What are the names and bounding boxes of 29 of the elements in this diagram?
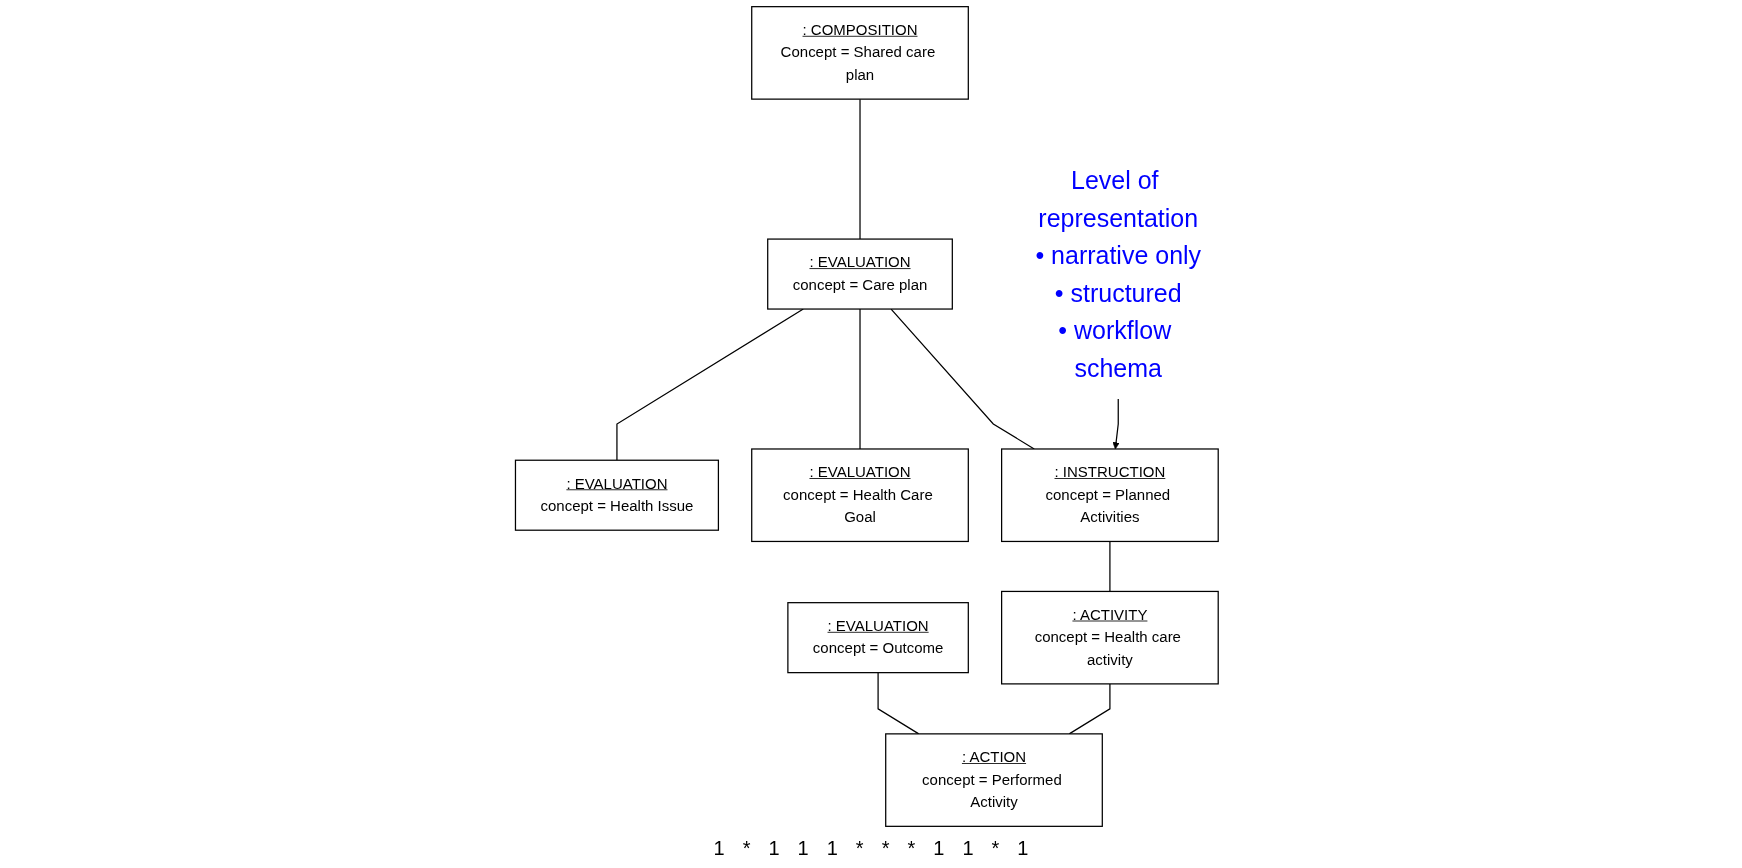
node-box [1001,448,1219,543]
multiplicity-label: 1 [713,837,725,860]
node-text: Level of representation • narrative only • structured • workflow schema [1035,166,1202,382]
connector [1109,540,1111,593]
multiplicity-label: * [742,837,751,860]
connector [1068,683,1111,735]
multiplicity-label: 1 [768,837,780,860]
node-box [767,238,953,310]
multiplicity-label: 1 [1017,837,1029,860]
node-box [885,733,1103,827]
node-box [787,602,969,674]
multiplicity-label: * [907,837,916,860]
arrow [1112,398,1120,450]
node-box [514,459,720,531]
node-box [751,6,969,100]
connector [890,308,1035,450]
connector [616,308,804,461]
multiplicity-label: * [881,837,890,860]
multiplicity-label: 1 [826,837,838,860]
node-box [751,448,969,543]
connector [859,98,861,240]
connector [859,308,861,450]
object-diagram: : COMPOSITION Concept = Shared care plan : EVALUATION concept = Care plan Level of representation • narrative only • structured • workflow schema : EVALUATION concept = Health Issue : EVALUATION concept = Health Care Goal : INSTRUCTION concept = Planned Activities : EVALUATION concept = Outcome : ACTIVITY concept = Health care activity : ACTION concept = Performed Activity [0,0,1742,833]
node-box [1001,590,1219,685]
multiplicity-label: 1 [933,837,945,860]
multiplicity-label: * [855,837,864,860]
multiplicity-label: 1 [962,837,974,860]
multiplicity-label: * [991,837,1000,860]
multiplicity-label: 1 [797,837,809,860]
